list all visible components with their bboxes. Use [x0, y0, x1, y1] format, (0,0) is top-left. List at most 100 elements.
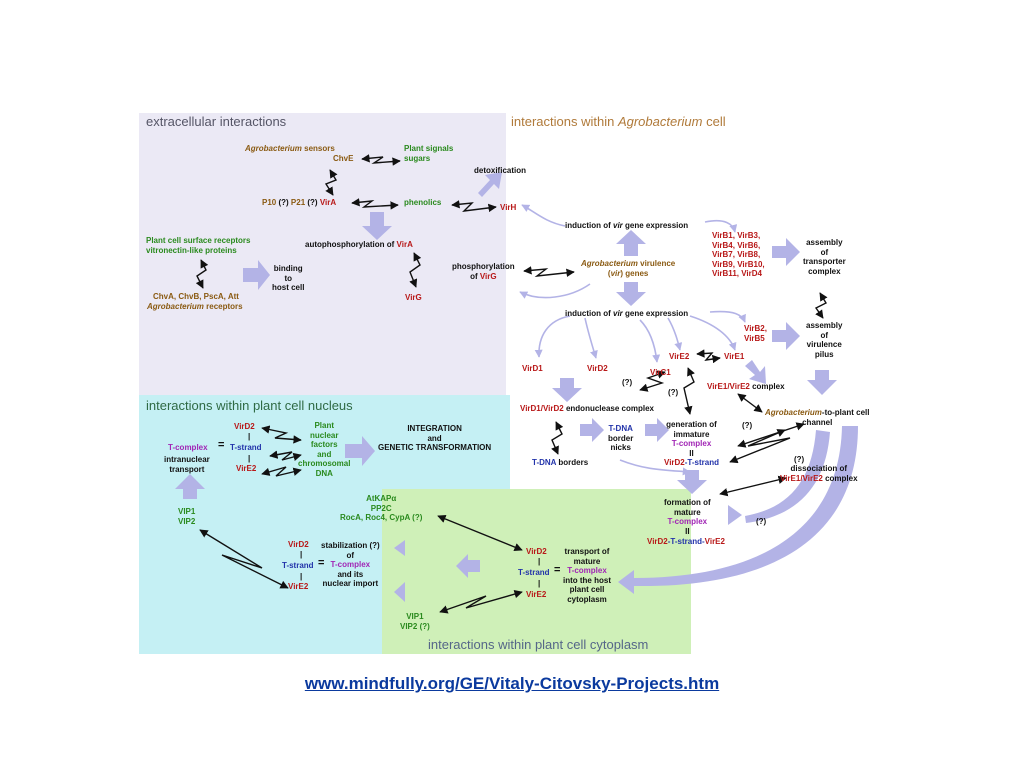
zz-assembly — [814, 292, 828, 319]
vire1-vire2-complex-label: VirE1/VirE2 complex — [707, 382, 785, 392]
q1-label: (?) — [276, 198, 291, 207]
phos-virg: VirG — [479, 271, 497, 281]
flow-arrow-formation — [677, 470, 707, 494]
transport-line1: transport of — [564, 547, 610, 556]
cyt-right-eq: = — [554, 564, 561, 576]
flow-arrow-endonuclease — [552, 378, 582, 402]
vip2-nuc: VIP2 — [178, 516, 196, 526]
final-complex-label: VirD2-T-strand-VirE2 — [647, 537, 725, 547]
binding-label: binding to host cell — [272, 264, 304, 293]
vire2-a-label: VirE2 — [669, 352, 690, 361]
flow-arrow-integration — [345, 436, 375, 466]
stab-tcomplex: T-complex — [330, 560, 371, 569]
transport-line6: cytoplasm — [567, 594, 607, 604]
flow-arrow-autophos — [362, 212, 392, 240]
chve-label: ChvE — [333, 154, 354, 163]
induction2-pre: induction of — [565, 309, 613, 318]
cyt-right-bar-1: | — [538, 557, 541, 566]
generation-line2: immature — [673, 429, 710, 439]
assembly-transporter-line3: transporter — [803, 257, 846, 266]
cyt-right-bar-2: | — [538, 579, 541, 588]
phosphorylation-label: phosphorylation of VirG — [452, 262, 515, 281]
vir-genes-em: vir — [610, 268, 621, 278]
thin-arrow-to-vire1 — [689, 315, 737, 351]
virb2-line: VirB2, — [744, 324, 767, 333]
dissociation-label: dissociation of VirE1/VirE2 complex — [780, 464, 858, 483]
cytoplasm-title-text: interactions within plant cell cytoplasm — [428, 637, 649, 652]
assembly-pilus-line4: pilus — [814, 349, 834, 359]
tdna-borders-blue: T-DNA — [532, 458, 557, 467]
intranuclear-line2: transport — [169, 464, 205, 474]
assembly-transporter-line2: of — [820, 247, 829, 257]
nuc-bar-1: | — [248, 432, 251, 441]
q2-label: (?) — [305, 198, 320, 207]
assembly-pilus-line1: assembly — [806, 321, 843, 330]
tdna-nicks-line1: T-DNA — [608, 424, 633, 433]
formation-line1: formation of — [664, 498, 711, 507]
pnf-line4: and — [317, 449, 332, 459]
flow-arrow-pilus — [772, 322, 800, 350]
assembly-pilus-label: assembly of virulence pilus — [806, 321, 842, 359]
virb-line4: VirB9, VirB10, — [712, 259, 765, 269]
source-link[interactable]: www.mindfully.org/GE/Vitaly-Citovsky-Pro… — [304, 674, 720, 693]
agrobacterium-region — [506, 113, 888, 395]
thin-arrow-tdna-right — [619, 459, 691, 476]
agrobacterium-title-em: Agrobacterium — [617, 114, 703, 129]
vira-label: VirA — [319, 198, 337, 207]
endonuclease-label: VirD1/VirD2 endonuclease complex — [520, 404, 654, 414]
q6-label: (?) — [794, 455, 805, 464]
vir-genes-post: ) genes — [620, 268, 649, 278]
cytoplasm-region — [382, 489, 691, 654]
zz-receptors-chva — [195, 259, 209, 289]
formation-mature-label: formation of mature T-complex II — [664, 498, 711, 536]
nucleus-title-text: interactions within plant cell nucleus — [146, 398, 353, 413]
channel-word: channel — [802, 417, 833, 427]
q4-label: (?) — [668, 388, 679, 397]
flow-arrow-generation — [645, 418, 669, 442]
thin-arrow-to-virc1 — [639, 319, 661, 363]
zz-virc1-q — [639, 370, 666, 392]
channel-post: -to-plant cell — [821, 408, 870, 417]
nuc-vird2: VirD2 — [234, 422, 255, 431]
zz-nuc-vird2-factors — [261, 425, 302, 444]
integration-label: INTEGRATION and GENETIC TRANSFORMATION — [378, 424, 491, 453]
flow-arrow-to-channel — [807, 370, 837, 395]
phenolics-label: phenolics — [404, 198, 442, 207]
extracellular-title: extracellular interactions — [146, 114, 286, 129]
integration-line2: and — [427, 433, 442, 443]
flow-arrow-binding — [243, 260, 270, 290]
flow-arrow-tdna-nicks — [580, 418, 604, 442]
surface-receptors-label: Plant cell surface receptors vitronectin… — [146, 236, 251, 255]
transport-line2: mature — [573, 556, 601, 566]
equals-1: II — [689, 448, 694, 458]
nucleus-title: interactions within plant cell nucleus — [146, 398, 353, 413]
formation-line2: mature — [673, 507, 701, 517]
agro-sensors-em: Agrobacterium — [245, 144, 302, 153]
vip-cyto-label: VIP1 VIP2 (?) — [400, 612, 430, 631]
generation-line1: generation of — [666, 420, 717, 429]
tdna-border-nicks-label: T-DNA border nicks — [608, 424, 633, 453]
tdna-nicks-line2: border — [608, 433, 634, 443]
autophos-label: autophosphorylation of VirA — [305, 240, 413, 250]
stabilization-line2: of — [346, 550, 355, 560]
vird1-label: VirD1 — [522, 364, 543, 373]
pnf-line3: factors — [310, 440, 338, 449]
assembly-transporter-line4: complex — [808, 266, 841, 276]
cyt-vire2-left: VirE2 — [288, 582, 309, 591]
atkap-line2: PP2C — [370, 503, 392, 513]
virb-list-label: VirB1, VirB3, VirB4, VirB6, VirB7, VirB8… — [712, 231, 765, 279]
sugars-label: sugars — [404, 154, 431, 163]
q5-label: (?) — [742, 421, 753, 430]
zz-phos-agrovir — [523, 266, 575, 277]
assembly-transporter-label: assembly of transporter complex — [803, 238, 846, 276]
endonuclease-black: endonuclease complex — [563, 404, 654, 413]
zz-endonuclease-borders — [551, 421, 564, 455]
dissoc-black: complex — [822, 473, 858, 483]
q7-label: (?) — [756, 517, 767, 526]
zz-phenolics-virh — [451, 200, 497, 213]
flow-arrow-induction-down — [616, 282, 646, 306]
cyt-vird2-left: VirD2 — [288, 540, 309, 549]
induction2-label: induction of vir gene expression — [565, 309, 688, 319]
phosphorylation-line2: of — [470, 271, 480, 281]
virb-line5: VirB11, VirD4 — [712, 269, 762, 278]
